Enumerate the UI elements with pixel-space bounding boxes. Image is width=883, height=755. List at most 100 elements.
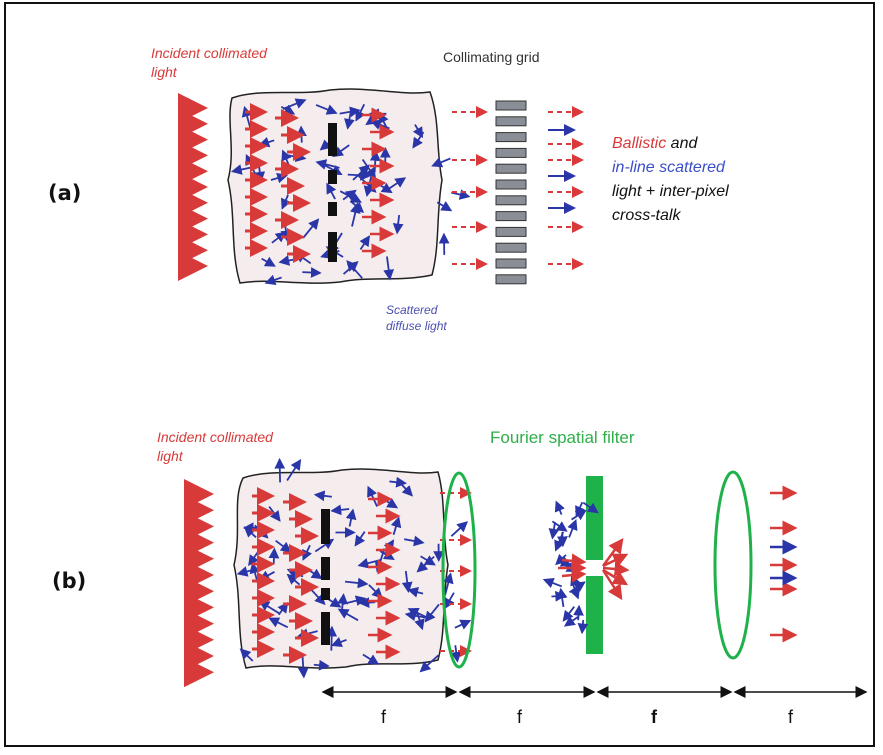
object-bar-a [328,170,337,184]
scattered-arrow-b [275,539,292,553]
legend-text: Ballistic and in-line scattered light + … [612,135,729,224]
focal-scatter-arrow [558,556,572,567]
object-bar-b [321,588,330,600]
object-bar-b [321,557,330,580]
incident-light-label-a: Incident collimated light [151,45,267,80]
scattered-arrow-a [412,131,425,149]
scattered-arrow-b [354,531,366,547]
scattered-arrow-b [286,573,301,586]
scattered-arrow-a [436,201,453,212]
scattered-arrow-a [261,256,276,267]
grid-slat [495,226,527,237]
scattered-arrow-b [450,521,468,537]
grid-slat [495,258,527,269]
scattered-arrow-b [313,659,330,671]
object-bar-b [321,509,330,544]
scattered-arrow-b [424,603,440,623]
figure-border [4,2,875,747]
scattered-arrow-b [330,636,347,647]
panel-label-b: (b) [52,569,87,593]
scattered-arrow-b [416,555,435,573]
focal-scatter-arrow [542,577,563,589]
focal-length-label-3: f [651,707,657,727]
scattered-arrow-b [404,535,425,547]
scattered-arrow-a [451,189,471,200]
scattered-arrow-a [281,194,291,210]
scattered-arrow-a [342,189,357,201]
lens-2 [713,470,753,660]
focal-scatter-arrow [582,501,599,514]
scattered-arrow-a [315,159,340,170]
scattered-arrow-a [352,164,370,181]
focal-scatter-arrow [573,604,584,621]
scattered-arrow-b [419,654,439,673]
lens-1 [441,471,477,669]
scattered-arrow-a [369,150,381,173]
focal-length-label-2: f [517,707,523,727]
scattered-arrow-a [386,177,407,191]
scattered-arrow-a [339,106,361,118]
panel-label-a: (a) [48,181,82,205]
scattered-arrow-b [313,490,332,502]
filtered-arrow [601,537,624,567]
scattered-arrow-b [274,457,286,483]
grid-slat [495,163,527,174]
object-bar-a [328,202,337,216]
scattered-arrow-b [286,458,302,482]
focal-scatter-arrow [554,500,565,515]
scattered-arrow-b [444,592,455,610]
grid-slat [495,195,527,206]
focal-scatter-arrow [567,519,578,538]
fourier-filter-label: Fourier spatial filter [490,428,635,447]
filtered-arrow [602,553,629,568]
focal-scatter-arrow [577,619,589,635]
object-bar-a [328,232,337,262]
scattered-arrow-b [362,653,380,665]
scattered-arrow-b [239,648,254,662]
filtered-arrow [602,561,630,577]
grid-slat [495,116,527,127]
grid-slat [495,179,527,190]
grid-slat [495,274,527,285]
focal-length-label-4: f [788,707,794,727]
focused-arrow [561,553,587,569]
filtered-arrow [601,569,623,601]
focal-scatter-arrow [551,520,568,532]
focal-scatter-arrow [562,606,575,622]
focal-scatter-arrow [563,615,580,627]
filter-pinhole [585,560,604,576]
scattered-arrow-b [399,482,413,497]
scattered-arrow-a [383,256,395,281]
scattered-arrow-a [302,218,320,239]
scattered-arrow-a [315,104,338,115]
scattered-arrow-a [392,214,404,235]
scattered-arrow-b [420,555,436,566]
focal-length-label-1: f [381,707,387,727]
scattered-arrow-b [454,619,472,630]
grid-slat [495,147,527,158]
scattered-arrow-b [389,476,407,488]
scattered-arrow-b [337,593,349,610]
scattered-arrow-b [450,645,462,663]
scattered-arrow-a [264,274,282,285]
scattered-arrow-a [350,202,361,227]
scattered-arrow-b [344,577,369,589]
scattered-arrow-a [302,267,322,278]
scattered-arrow-b [268,547,280,564]
scattered-light-label: Scattered diffuse light [386,303,447,333]
collimating-grid-label: Collimating grid [443,49,540,65]
scattered-arrow-a [431,157,451,168]
scattered-arrow-b [367,485,378,507]
scattered-arrow-b [326,625,338,651]
scattered-arrow-b [345,508,357,527]
scattered-arrow-a [326,182,337,200]
tissue-sample-b [233,468,449,669]
focused-arrow [561,567,587,583]
grid-slat [495,100,527,111]
scattered-arrow-b [337,608,359,622]
scattered-arrow-b [443,572,454,595]
grid-slat [495,242,527,253]
incident-light-label-b: Incident collimated light [157,429,273,464]
